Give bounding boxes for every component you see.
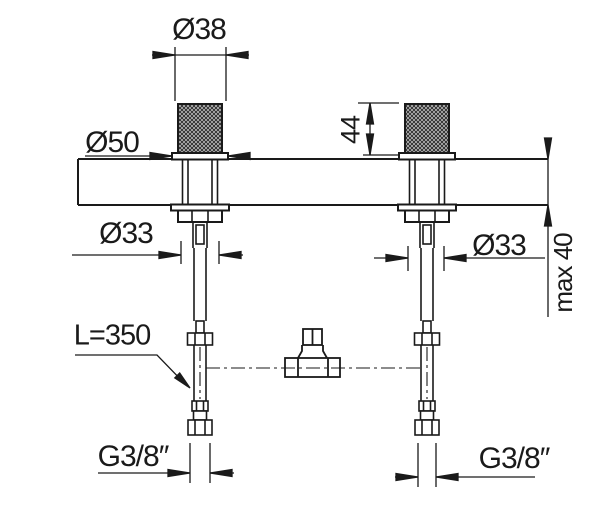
right-hose-tube-lower [420, 345, 434, 401]
hole-diameter-left-label: Ø33 [99, 217, 154, 250]
right-handle-knurl [404, 103, 450, 154]
countertop [77, 158, 548, 206]
arrow [167, 468, 191, 478]
left-handle-knurl [177, 103, 223, 154]
right-flange [398, 152, 456, 161]
arrow [209, 468, 233, 478]
dim-escutcheon-diameter [85, 151, 251, 161]
right-hose-tube-upper [420, 248, 434, 321]
left-tap-assembly [170, 103, 230, 223]
arrow [365, 102, 375, 125]
left-shank [181, 159, 219, 204]
handle-diameter-label: Ø38 [172, 13, 227, 46]
right-tap-assembly [397, 103, 457, 223]
centerlines [199, 347, 428, 399]
left-hose [186, 222, 214, 436]
left-mounting-nut [177, 209, 223, 223]
left-hose-end-nut [187, 419, 213, 436]
escutcheon-diameter-label: Ø50 [85, 126, 140, 159]
hole-diameter-right-label: Ø33 [472, 229, 527, 262]
max-thickness-label: max 40 [548, 233, 578, 313]
dim-handle-height [358, 102, 399, 156]
right-hose [413, 222, 441, 436]
left-hose-ferrule [191, 400, 209, 412]
thread-size-left-label: G3/8″ [97, 440, 170, 473]
arrow [365, 133, 375, 156]
right-hose-mid-nut [413, 332, 441, 346]
arrow [173, 371, 191, 389]
dim-hole-diameter-left [72, 241, 243, 264]
arrow [225, 50, 249, 60]
arrow [435, 472, 459, 482]
left-hose-mid-nut [186, 332, 214, 346]
leader-hose-length [75, 354, 191, 389]
hose-length-label: L=350 [73, 319, 151, 352]
arrow [152, 50, 176, 60]
arrow [385, 253, 409, 263]
dim-handle-diameter [152, 47, 249, 101]
left-flange [171, 152, 229, 161]
arrow [227, 151, 251, 161]
dim-thread-left [98, 443, 234, 483]
arrow [543, 204, 553, 227]
arrow [443, 253, 467, 263]
handle-height-label: 44 [335, 115, 366, 145]
dim-thread-right [395, 443, 535, 487]
left-hose-tube-upper [193, 248, 207, 321]
arrow [218, 250, 242, 260]
tee-connector [284, 328, 341, 378]
dim-max-counter-thickness [543, 137, 553, 317]
arrow [395, 472, 419, 482]
arrow [149, 151, 173, 161]
right-hose-ferrule [418, 400, 436, 412]
arrow [158, 250, 182, 260]
right-mounting-nut [404, 209, 450, 223]
left-hose-tube-lower [193, 345, 207, 401]
right-hose-end-nut [414, 419, 440, 436]
right-shank [408, 159, 446, 204]
dim-hole-diameter-right [374, 246, 545, 271]
arrow [543, 137, 553, 160]
thread-size-right-label: G3/8″ [478, 442, 551, 475]
